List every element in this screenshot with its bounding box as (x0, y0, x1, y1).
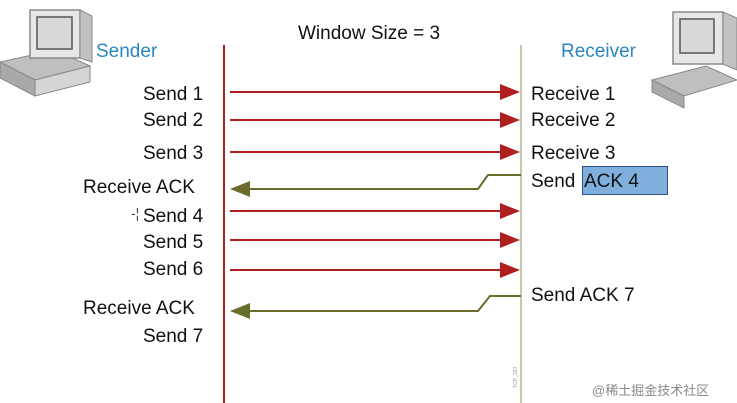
sender-event-send-7: Send 7 (143, 326, 204, 347)
sender-event-send-6: Send 6 (143, 259, 204, 280)
receiver-event-send: Send (531, 171, 576, 192)
watermark: @稀土掘金技术社区 (592, 383, 710, 398)
side-mark: TCP_183 (513, 366, 519, 388)
diagram-title: Window Size = 3 (298, 23, 441, 44)
receiver-computer-icon (650, 11, 737, 109)
sender-event-send-5: Send 5 (143, 232, 204, 253)
receiver-event-receive-2: Receive 2 (531, 110, 616, 131)
sender-event-receive-ack-1: Receive ACK (83, 177, 195, 198)
sender-event-send-2: Send 2 (143, 110, 204, 131)
receiver-event-ack-4: ACK 4 (584, 171, 639, 192)
sender-label: Sender (96, 41, 158, 62)
receiver-event-receive-3: Receive 3 (531, 143, 616, 164)
receiver-event-send-ack-7: Send ACK 7 (531, 285, 635, 306)
sender-event-receive-ack-2: Receive ACK (83, 298, 195, 319)
receiver-event-receive-1: Receive 1 (531, 84, 616, 105)
arrow-ack-4 (230, 174, 521, 197)
text-cursor-icon: -¦ (131, 205, 140, 221)
sender-event-send-4: Send 4 (143, 206, 204, 227)
receiver-label: Receiver (561, 41, 636, 62)
arrow-ack-7 (230, 295, 521, 319)
sender-computer-icon (0, 9, 93, 97)
sender-event-send-3: Send 3 (143, 143, 204, 164)
ack-4-highlight (582, 166, 668, 195)
sender-event-send-1: Send 1 (143, 84, 204, 105)
